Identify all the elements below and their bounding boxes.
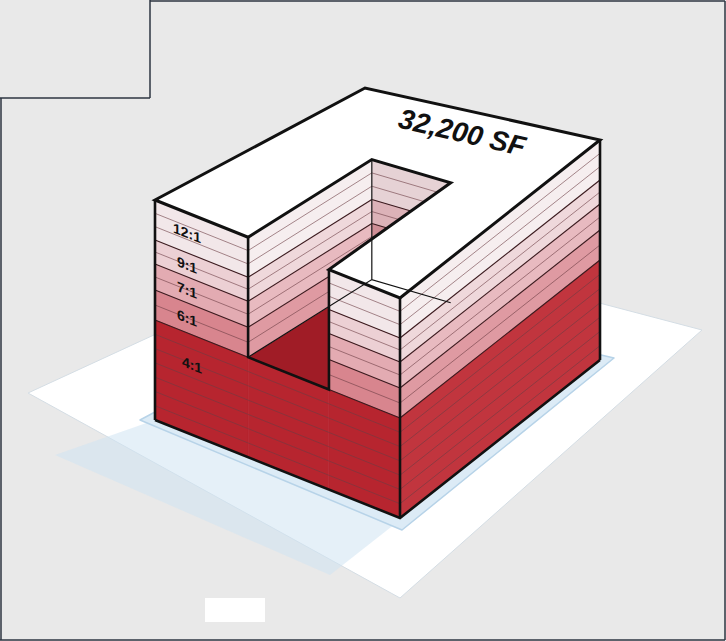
frame-line — [0, 98, 2, 640]
mass-edge — [599, 140, 602, 360]
floor-line — [155, 391, 248, 428]
frame-line — [0, 639, 725, 641]
floor-line — [329, 475, 400, 503]
floor-line — [329, 432, 400, 460]
floor-band — [248, 357, 329, 489]
band-line — [329, 390, 400, 418]
band-line — [329, 310, 400, 338]
floor-line — [329, 447, 400, 475]
area-label: 32,200 SF — [396, 105, 528, 161]
frame-line — [0, 97, 150, 99]
ratio-label: 9:1 — [177, 254, 197, 276]
floor-line — [400, 346, 600, 504]
band-line — [155, 240, 248, 277]
mass-edge — [248, 280, 451, 358]
floor-band — [329, 390, 400, 518]
floor-line — [155, 377, 248, 414]
ratio-label: 7:1 — [177, 279, 197, 301]
ratio-label: 6:1 — [177, 307, 197, 329]
band-line — [155, 320, 248, 357]
ratio-label: 4:1 — [182, 354, 202, 376]
floor-line — [155, 349, 248, 386]
floor-line — [248, 414, 329, 446]
floor-line — [400, 331, 600, 489]
roof-plate — [155, 88, 600, 298]
front-face — [329, 270, 400, 518]
mass-edge — [371, 160, 372, 280]
floor-line — [400, 317, 600, 475]
floor-line — [400, 303, 600, 461]
band-line — [400, 260, 600, 418]
band-line — [329, 334, 400, 362]
frame-line — [724, 1, 726, 640]
floor-line — [329, 461, 400, 489]
floor-line — [248, 443, 329, 475]
floor-band — [400, 260, 600, 518]
floor-line — [155, 305, 248, 342]
frame-line — [149, 0, 151, 98]
floor-line — [329, 375, 400, 403]
floor-line — [329, 322, 400, 350]
band-line — [329, 360, 400, 388]
floor-line — [329, 347, 400, 375]
floor-line — [248, 429, 329, 461]
mass-edge — [155, 360, 600, 518]
floor-line — [248, 386, 329, 418]
floor-band — [155, 320, 248, 457]
floor-line — [400, 274, 600, 432]
band-line — [155, 290, 248, 327]
building-mass — [155, 88, 600, 518]
floor-line — [329, 296, 400, 324]
floor-line — [329, 418, 400, 446]
front-face — [155, 200, 248, 457]
floor-line — [248, 372, 329, 404]
frame-line — [150, 0, 725, 2]
floor-line — [155, 252, 248, 289]
mass-edge — [154, 200, 157, 420]
floor-line — [400, 289, 600, 447]
ratio-label: 12:1 — [173, 220, 201, 245]
plate-tab — [205, 598, 265, 622]
floor-line — [248, 400, 329, 432]
mass-edge — [399, 298, 402, 518]
front-face — [248, 357, 329, 489]
floor-line — [329, 404, 400, 432]
